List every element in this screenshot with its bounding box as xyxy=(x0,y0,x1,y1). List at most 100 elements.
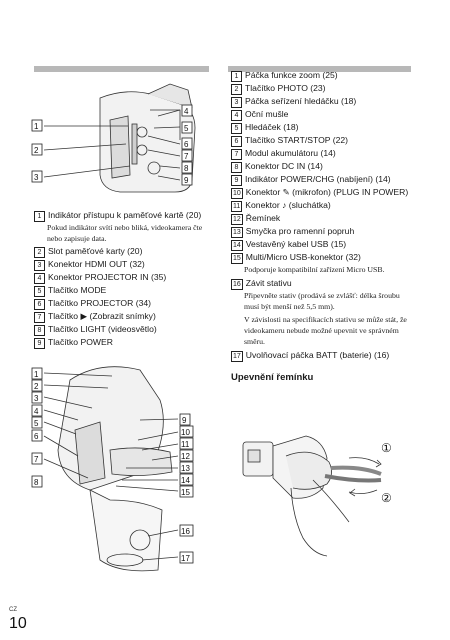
callout-lower-17: 17 xyxy=(181,554,190,563)
callout-lower-13: 13 xyxy=(181,464,190,473)
callout-upper-3: 3 xyxy=(34,173,39,182)
item-text: Vestavěný kabel USB (15) xyxy=(245,239,347,249)
item-number: 17 xyxy=(231,351,243,362)
section-heading: Upevnění řemínku xyxy=(231,372,314,383)
page-number: 10 xyxy=(9,615,27,632)
item-text: Tlačítko PHOTO (23) xyxy=(245,83,326,93)
callout-lower-12: 12 xyxy=(181,452,190,461)
callout-upper-6: 6 xyxy=(184,140,189,149)
item-text: Konektor ♪ (sluchátka) xyxy=(245,200,331,210)
strap-step-1: ① xyxy=(381,441,392,455)
item-text: Tlačítko START/STOP (22) xyxy=(245,135,348,145)
item-text: Tlačítko POWER xyxy=(48,337,113,347)
item-text: Tlačítko LIGHT (videosvětlo) xyxy=(48,324,157,334)
item-text: Modul akumulátoru (14) xyxy=(245,148,336,158)
item-text: Indikátor přístupu k paměťové kartě (20) xyxy=(48,210,202,220)
header-bar-right xyxy=(228,66,411,72)
callout-upper-1: 1 xyxy=(34,122,39,131)
callout-lower-1: 1 xyxy=(34,370,39,379)
item-number: 7 xyxy=(231,149,242,160)
item-number: 5 xyxy=(34,286,45,297)
item-text: Indikátor POWER/CHG (nabíjení) (14) xyxy=(245,174,391,184)
item-text: Tlačítko PROJECTOR (34) xyxy=(48,298,151,308)
camcorder-side-illustration: 1 2 3 4 5 6 7 8 9 xyxy=(30,80,210,200)
item-number: 1 xyxy=(34,211,45,222)
item-number: 9 xyxy=(231,175,242,186)
callout-upper-4: 4 xyxy=(184,107,189,116)
item-text: Řemínek xyxy=(245,213,281,223)
strap-attach-illustration: ① ② xyxy=(231,418,411,558)
item-text: Závit stativu xyxy=(245,278,292,288)
item-text: Konektor HDMI OUT (32) xyxy=(48,259,145,269)
item-note: Podporuje kompatibilní zařízení Micro US… xyxy=(244,265,385,274)
callout-upper-8: 8 xyxy=(184,164,189,173)
item-number: 3 xyxy=(34,260,45,271)
item-text: Konektor DC IN (14) xyxy=(245,161,323,171)
item-number: 2 xyxy=(34,247,45,258)
item-text: Uvolňovací páčka BATT (baterie) (16) xyxy=(245,350,390,360)
item-number: 6 xyxy=(231,136,242,147)
item-number: 15 xyxy=(231,253,243,264)
item-number: 11 xyxy=(231,201,243,212)
item-number: 8 xyxy=(34,325,45,336)
item-note: V závislosti na specifikacích stativu se… xyxy=(244,315,407,346)
item-number: 12 xyxy=(231,214,243,225)
callout-upper-9: 9 xyxy=(184,176,189,185)
item-text: Multi/Micro USB-konektor (32) xyxy=(245,252,361,262)
item-number: 3 xyxy=(231,97,242,108)
item-number: 5 xyxy=(231,123,242,134)
callout-lower-7: 7 xyxy=(34,455,39,464)
item-text: Slot paměťové karty (20) xyxy=(48,246,143,256)
callout-lower-4: 4 xyxy=(34,407,39,416)
callout-lower-14: 14 xyxy=(181,476,190,485)
item-note: Připevněte stativ (prodává se zvlášť: dé… xyxy=(244,291,400,311)
item-text: Tlačítko ▶ (Zobrazit snímky) xyxy=(48,311,156,321)
callout-lower-9: 9 xyxy=(182,416,187,425)
item-number: 10 xyxy=(231,188,243,199)
callout-lower-2: 2 xyxy=(34,382,39,391)
callout-upper-2: 2 xyxy=(34,146,39,155)
item-text: Konektor ✎ (mikrofon) (PLUG IN POWER) xyxy=(245,187,409,197)
item-text: Páčka seřízení hledáčku (18) xyxy=(245,96,357,106)
item-number: 1 xyxy=(231,71,242,82)
item-number: 4 xyxy=(231,110,242,121)
item-number: 2 xyxy=(231,84,242,95)
item-number: 8 xyxy=(231,162,242,173)
footer-language: CZ xyxy=(9,607,17,613)
item-text: Oční mušle xyxy=(245,109,289,119)
callout-lower-16: 16 xyxy=(181,527,190,536)
item-text: Konektor PROJECTOR IN (35) xyxy=(48,272,167,282)
callout-upper-7: 7 xyxy=(184,152,189,161)
strap-step-2: ② xyxy=(381,491,392,505)
item-text: Hledáček (18) xyxy=(245,122,299,132)
item-note: Pokud indikátor svítí nebo bliká, videok… xyxy=(47,223,203,243)
item-text: Smyčka pro ramenní popruh xyxy=(245,226,355,236)
camcorder-rear-illustration: 1 2 3 4 5 6 7 8 9 10 11 12 13 14 15 16 1… xyxy=(30,360,210,580)
callout-lower-5: 5 xyxy=(34,419,39,428)
callout-lower-15: 15 xyxy=(181,488,190,497)
callout-lower-11: 11 xyxy=(181,440,190,449)
header-bar-left xyxy=(34,66,209,72)
callout-lower-10: 10 xyxy=(181,428,190,437)
